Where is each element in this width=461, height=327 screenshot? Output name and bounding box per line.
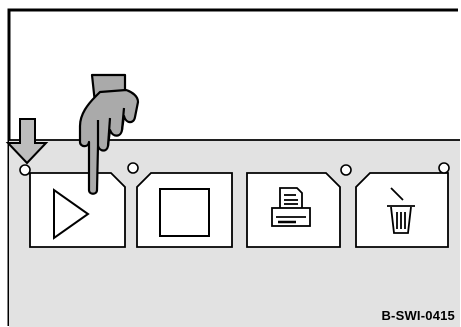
stop-button[interactable]: [137, 173, 232, 247]
play-button[interactable]: [30, 173, 125, 247]
led-indicator-play: [20, 165, 30, 175]
led-indicator-delete: [439, 163, 449, 173]
delete-button[interactable]: [356, 173, 448, 247]
print-button[interactable]: [247, 173, 340, 247]
reference-code: B-SWI-0415: [381, 308, 455, 323]
led-indicator-stop: [128, 163, 138, 173]
led-indicator-print: [341, 165, 351, 175]
stop-square-icon: [160, 189, 209, 236]
